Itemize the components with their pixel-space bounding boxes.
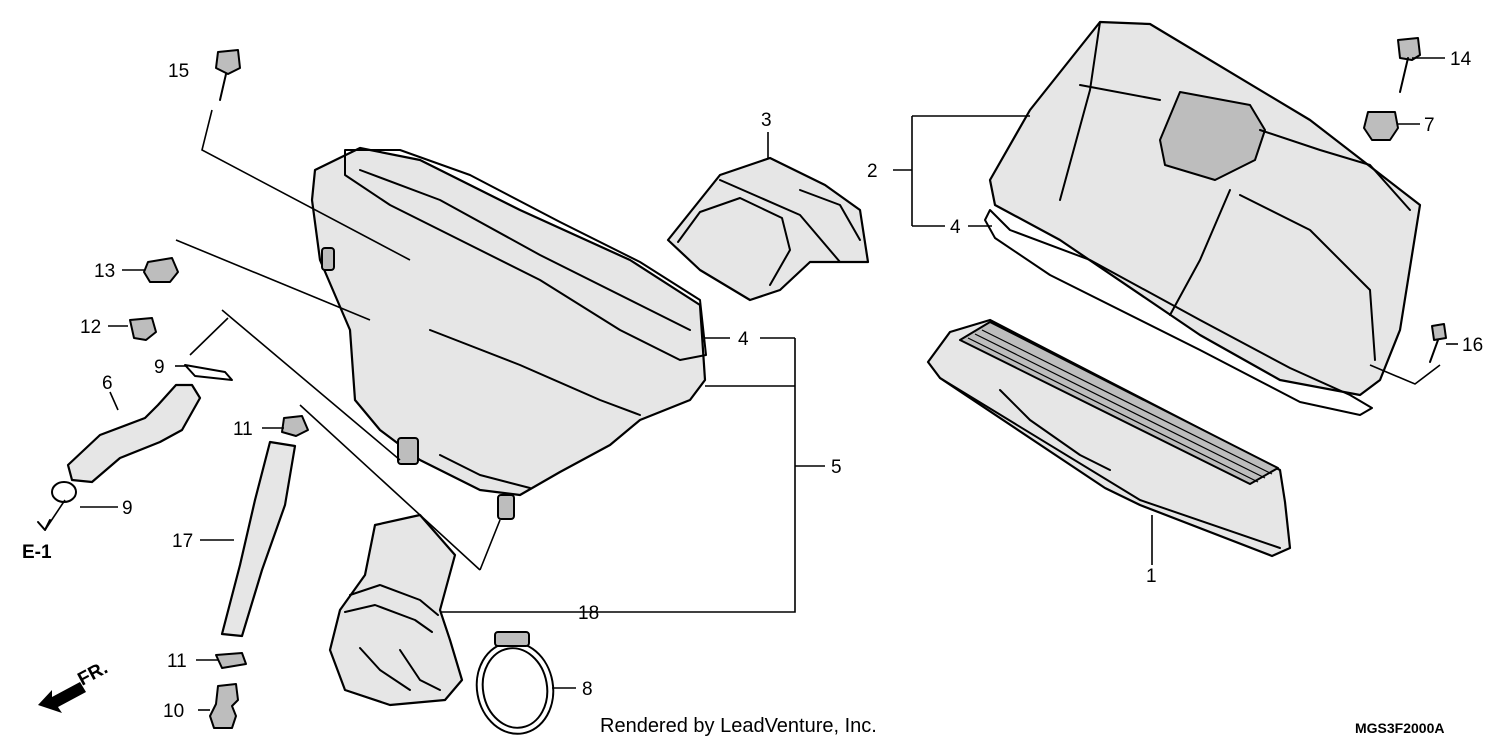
drawing-code: MGS3F2000A <box>1355 720 1444 736</box>
part-tube-band[interactable] <box>470 631 561 740</box>
part-10-drain-plug[interactable] <box>209 683 239 729</box>
callout-4-case: 4 <box>738 329 749 350</box>
callout-2: 2 <box>867 161 878 182</box>
part-air-filter-element[interactable] <box>926 318 1292 558</box>
part-connecting-tube[interactable] <box>328 513 464 707</box>
callouts: 1 2 3 4 4 5 6 7 8 9 9 10 11 11 12 13 14 … <box>80 49 1483 722</box>
part-13-grommet[interactable] <box>143 257 179 283</box>
callout-6: 6 <box>102 373 113 394</box>
callout-9-lower: 9 <box>122 498 133 519</box>
credit-text: Rendered by LeadVenture, Inc. <box>600 715 877 737</box>
callout-13: 13 <box>94 261 115 282</box>
callout-18: 18 <box>578 603 599 624</box>
front-direction-arrow: FR. <box>38 658 111 713</box>
part-12-grommet[interactable] <box>129 317 157 341</box>
part-7-grommet[interactable] <box>1363 111 1399 141</box>
part-drain-tube[interactable] <box>220 440 297 638</box>
part-cover-gasket[interactable] <box>984 209 1373 416</box>
callout-1: 1 <box>1146 566 1157 587</box>
callout-4-cover: 4 <box>950 217 961 238</box>
callout-5: 5 <box>831 457 842 478</box>
part-inlet-duct[interactable] <box>666 156 870 302</box>
arrow-icon <box>38 682 86 713</box>
part-11-clip-upper[interactable] <box>281 415 309 437</box>
part-9-clip-upper[interactable] <box>184 364 233 381</box>
callout-14: 14 <box>1450 49 1472 70</box>
callout-9-upper: 9 <box>154 357 165 378</box>
reference-e1[interactable]: E-1 <box>22 519 52 563</box>
callout-11-lower: 11 <box>167 651 187 672</box>
part-air-cleaner-cover[interactable] <box>988 20 1422 397</box>
callout-3: 3 <box>761 110 772 131</box>
callout-15: 15 <box>168 61 189 82</box>
part-14-screw[interactable] <box>1397 37 1421 93</box>
part-16-bolt[interactable] <box>1429 323 1447 363</box>
part-15-bolt[interactable] <box>215 49 241 101</box>
part-11-clip-lower[interactable] <box>215 652 247 669</box>
reference-e1-label: E-1 <box>22 542 52 563</box>
leader-lines <box>44 57 1458 711</box>
callout-10: 10 <box>163 701 184 722</box>
callout-16: 16 <box>1462 335 1483 356</box>
part-breather-hose[interactable] <box>66 383 202 484</box>
callout-11-upper: 11 <box>233 419 253 440</box>
callout-7: 7 <box>1424 115 1435 136</box>
part-9-clip-lower[interactable] <box>51 481 77 503</box>
callout-12: 12 <box>80 317 101 338</box>
callout-8: 8 <box>582 679 593 700</box>
callout-17: 17 <box>172 531 193 552</box>
part-air-cleaner-case[interactable] <box>310 146 707 520</box>
